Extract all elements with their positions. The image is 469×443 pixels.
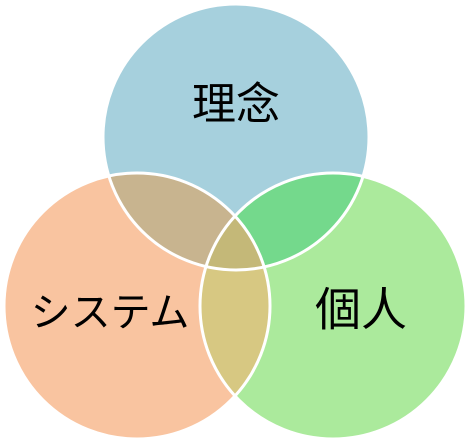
overlap-rinen-kojin xyxy=(200,173,369,270)
label-rinen: 理念 xyxy=(192,79,280,130)
label-kojin: 個人 xyxy=(315,283,407,337)
label-system: システム xyxy=(31,290,190,336)
outline-kojin xyxy=(198,171,468,441)
outline-system xyxy=(2,171,272,441)
outline-rinen xyxy=(101,2,371,272)
overlap-rinen-system xyxy=(103,173,270,270)
